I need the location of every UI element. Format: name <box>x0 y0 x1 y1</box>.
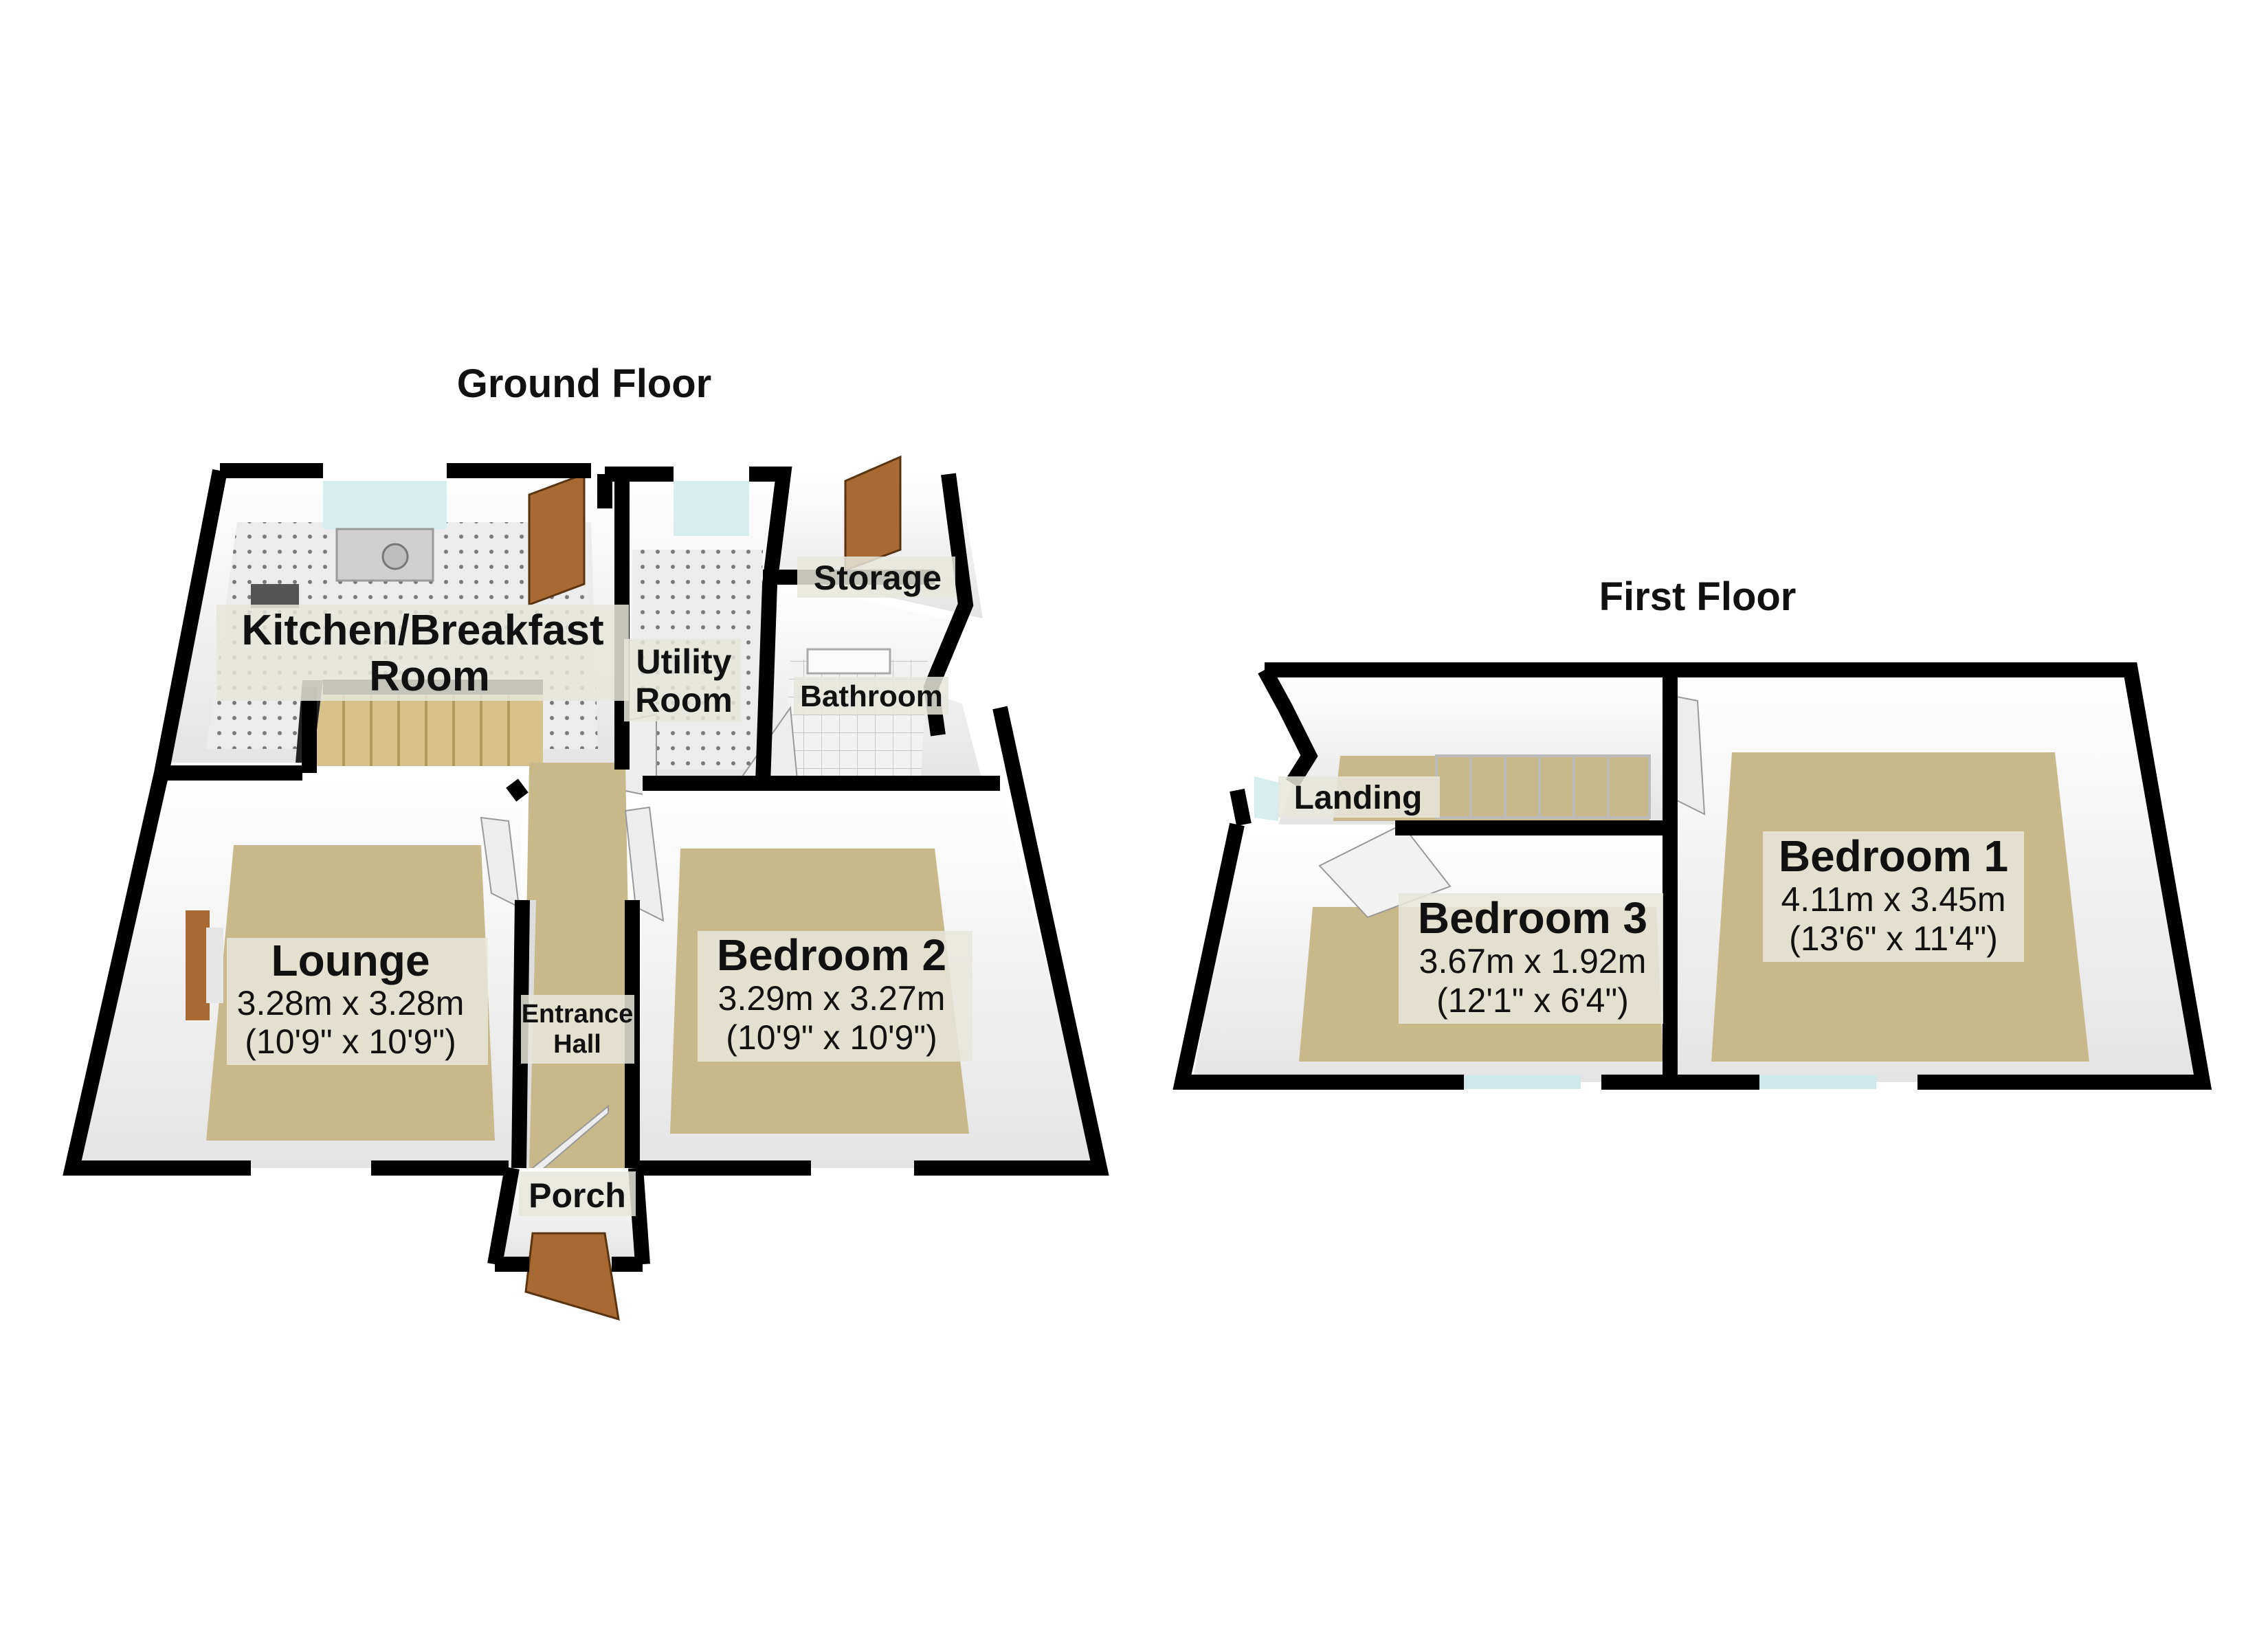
first-floor-plan <box>1172 662 2212 1090</box>
entrance-hall-label-line1: Entrance <box>522 1000 634 1029</box>
storage-label: Storage <box>814 559 942 597</box>
kitchen-door <box>528 472 586 607</box>
utility-label-line2: Room <box>635 681 733 719</box>
lounge-imperial-dimensions: (10'9" x 10'9") <box>245 1022 456 1061</box>
porch-label: Porch <box>529 1176 626 1215</box>
hob-icon <box>251 584 299 608</box>
bedroom2-door <box>624 806 665 922</box>
ground-floor-walls <box>63 463 1109 1272</box>
entrance-hall <box>515 763 632 1176</box>
lounge-label: Lounge <box>271 936 430 985</box>
ground-floor-heading: Ground Floor <box>457 361 712 406</box>
first-floor-heading: First Floor <box>1599 574 1797 619</box>
kitchen-label-line1: Kitchen/Breakfast <box>241 607 603 654</box>
first-floor-walls <box>1172 662 2212 1090</box>
bedroom2-metric-dimensions: 3.29m x 3.27m <box>718 979 946 1018</box>
bedroom3-window <box>1464 1075 1581 1089</box>
bedroom1-window <box>1759 1075 1876 1089</box>
utility-window <box>674 481 749 536</box>
landing-label: Landing <box>1294 780 1423 816</box>
bedroom1-metric-dimensions: 4.11m x 3.45m <box>1781 880 2005 919</box>
bedroom3-imperial-dimensions: (12'1" x 6'4") <box>1436 981 1629 1020</box>
bedroom3-label: Bedroom 3 <box>1418 893 1647 943</box>
kitchen-window <box>323 481 447 529</box>
bedroom2-label: Bedroom 2 <box>717 930 946 980</box>
bedroom3-metric-dimensions: 3.67m x 1.92m <box>1419 942 1647 980</box>
fireplace-icon <box>186 910 210 1020</box>
bedroom2-imperial-dimensions: (10'9" x 10'9") <box>726 1018 937 1057</box>
lounge-metric-dimensions: 3.28m x 3.28m <box>237 984 465 1022</box>
bedroom1-imperial-dimensions: (13'6" x 11'4") <box>1789 919 1998 958</box>
bedroom1-label: Bedroom 1 <box>1779 831 2008 881</box>
front-door <box>524 1232 620 1321</box>
bath-icon <box>806 648 891 675</box>
utility-label-line1: Utility <box>636 642 732 681</box>
kitchen-label-line2: Room <box>369 653 490 700</box>
entrance-hall-label-line2: Hall <box>553 1030 601 1059</box>
storage-door <box>844 455 902 572</box>
bathroom-label: Bathroom <box>800 680 943 713</box>
landing-window <box>1254 776 1282 821</box>
